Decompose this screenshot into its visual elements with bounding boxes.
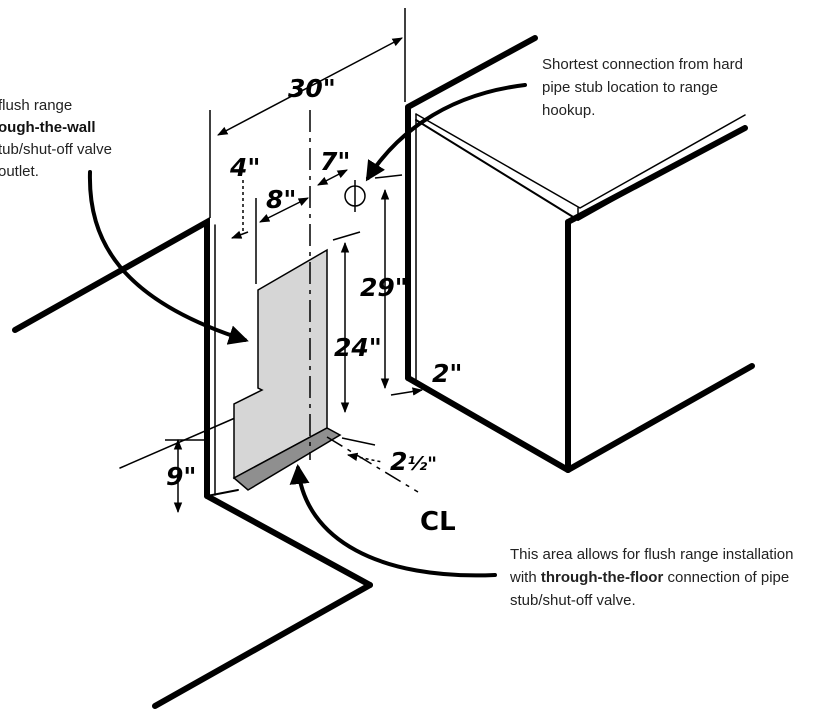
dimension-8: 8" xyxy=(266,185,296,214)
dimension-2-and-half-whole: 2 xyxy=(390,447,407,476)
shortest-note-line-3: hookup. xyxy=(542,102,595,119)
centerline-symbol: CL xyxy=(420,507,456,537)
dimension-2-and-half: 2½" xyxy=(390,447,437,476)
dimension-2: 2" xyxy=(432,359,462,388)
wall-note-line-4: outlet. xyxy=(0,163,39,180)
shaded-outlet-area xyxy=(232,248,342,491)
dimension-lines xyxy=(165,8,431,514)
wall-note-line-1: flush range xyxy=(0,97,72,114)
dimension-24: 24" xyxy=(334,333,382,362)
wall-note-line-3: tub/shut-off valve xyxy=(0,141,112,158)
shortest-note-line-2: pipe stub location to range xyxy=(542,79,718,96)
floor-note-line-2-post: connection of pipe xyxy=(663,569,789,586)
floor-note-line-2-pre: with xyxy=(509,569,541,586)
left-wall-outline xyxy=(12,216,373,709)
dimension-7: 7" xyxy=(320,147,350,176)
dimension-30: 30" xyxy=(288,74,336,103)
leader-arrows xyxy=(87,83,527,578)
wall-note-line-2: ough-the-wall xyxy=(0,119,96,136)
shortest-note-line-1: Shortest connection from hard xyxy=(542,56,743,73)
dimension-2-and-half-fraction: ½" xyxy=(407,453,437,475)
floor-note: This area allows for flush range install… xyxy=(509,546,793,609)
wall-note: flush range ough-the-wall tub/shut-off v… xyxy=(0,97,112,180)
dimension-29: 29" xyxy=(360,273,408,302)
floor-note-line-1: This area allows for flush range install… xyxy=(510,546,793,563)
dimension-9: 9" xyxy=(166,462,196,491)
dimension-4: 4" xyxy=(229,153,260,182)
cabinet-outline xyxy=(405,35,755,473)
shortest-connection-note: Shortest connection from hard pipe stub … xyxy=(542,56,743,119)
floor-note-line-2-bold: through-the-floor xyxy=(541,569,664,586)
floor-note-line-3: stub/shut-off valve. xyxy=(510,592,636,609)
centerline xyxy=(309,110,419,493)
floor-note-line-2: with through-the-floor connection of pip… xyxy=(509,569,789,586)
